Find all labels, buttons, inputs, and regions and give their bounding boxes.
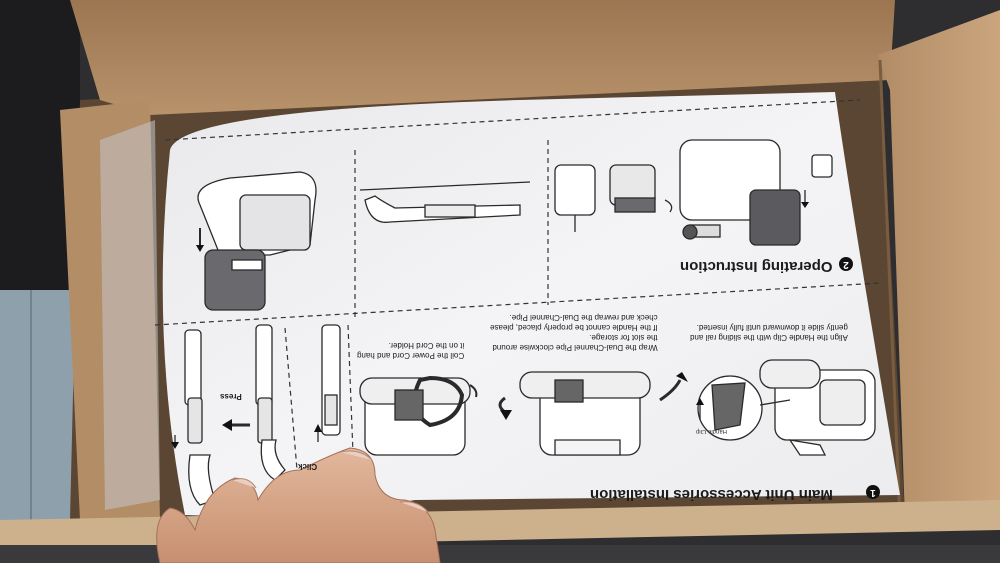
box-top-flap (70, 0, 895, 115)
illustration-cord-holder (359, 375, 478, 456)
section1-title: Main Unit Accessories Installation (590, 486, 833, 503)
box-flap-crease (878, 59, 902, 521)
step-coil-text: Coil the Power Cord and hang it on the C… (357, 340, 464, 360)
click-label: Click (298, 462, 318, 471)
step-align-line-2: gently slide it downward until fully ins… (696, 323, 848, 332)
hand (156, 447, 441, 563)
step-wrap-line-4: check and rewrap the Dual-Channel Pipe. (509, 313, 658, 322)
illustration-handle-assembly (171, 324, 341, 506)
illustration-tank-unit (196, 171, 317, 311)
step-wrap-line-3: If the Handle cannot be properly placed,… (490, 323, 658, 332)
illustration-tank-parts (554, 139, 833, 246)
section1-number-badge: 1 (866, 485, 880, 499)
section2-number-badge: 2 (839, 257, 853, 271)
box-right-flap (878, 10, 1000, 520)
floor-left (0, 290, 75, 563)
box-front-strip (0, 545, 1000, 563)
handle-clip-label: Handle Clip (696, 428, 728, 434)
step-wrap-text: Wrap the Dual-Channel Pipe clockwise aro… (490, 312, 658, 352)
press-label: Press (220, 392, 242, 401)
step-coil-line-2: it on the Cord Holder. (388, 341, 465, 350)
box-left-inner (100, 120, 160, 510)
step-align-text: Align the Handle Clip with the sliding r… (690, 322, 848, 342)
step-wrap-line-1: Wrap the Dual-Channel Pipe clockwise aro… (492, 343, 658, 352)
illustration-spray-wand (359, 181, 531, 223)
illustration-handle-clip (696, 359, 876, 456)
section2-title: Operating Instruction (680, 258, 833, 275)
step-coil-line-1: Coil the Power Cord and hang (357, 351, 465, 360)
step-wrap-line-2: the slot for storage. (589, 333, 658, 342)
step-align-line-1: Align the Handle Clip with the sliding r… (690, 333, 848, 342)
illustration-pipe-wrap (498, 371, 688, 456)
floor-board-line (30, 290, 32, 563)
